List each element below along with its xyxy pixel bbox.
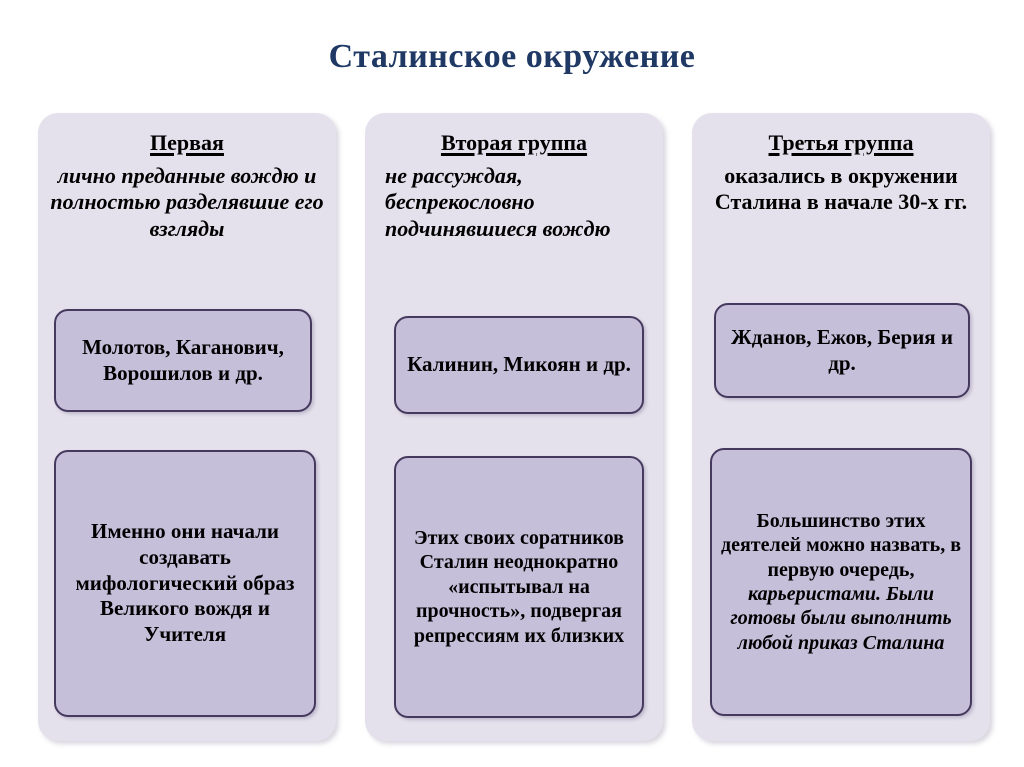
panel-third-group: Третья группа оказались в окружении Стал… xyxy=(692,113,990,741)
panel-lead-first-group: лично преданные вождю и полностью раздел… xyxy=(50,162,324,242)
group-columns-container: Первая лично преданные вождю и полностью… xyxy=(38,113,990,741)
panel-header-third-group: Третья группа xyxy=(768,130,914,155)
panel-header-first-group: Первая xyxy=(150,130,224,155)
note-box-first-group: Именно они начали создавать мифологическ… xyxy=(54,450,316,717)
note-box-third-group: Большинство этих деятелей можно назвать,… xyxy=(710,448,972,716)
panel-second-group: Вторая группа не рассуждая, беспрекослов… xyxy=(365,113,663,741)
panel-first-group: Первая лично преданные вождю и полностью… xyxy=(38,113,336,741)
names-box-second-group: Калинин, Микоян и др. xyxy=(394,316,644,414)
note-box-third-group-part1: Большинство этих деятелей можно назвать,… xyxy=(720,509,962,581)
note-box-third-group-part2: карьеристами. Были готовы были выполнить… xyxy=(730,583,952,654)
page-title: Сталинское окружение xyxy=(328,38,696,75)
note-box-second-group: Этих своих соратников Сталин неоднократн… xyxy=(394,456,644,718)
panel-lead-third-group: оказались в окружении Сталина в начале 3… xyxy=(714,162,968,215)
names-box-first-group: Молотов, Каганович, Ворошилов и др. xyxy=(54,309,312,412)
names-box-third-group: Жданов, Ежов, Берия и др. xyxy=(714,303,970,398)
panel-lead-second-group: не рассуждая, беспрекословно подчинявшие… xyxy=(385,162,611,242)
panel-header-second-group: Вторая группа xyxy=(440,130,588,155)
